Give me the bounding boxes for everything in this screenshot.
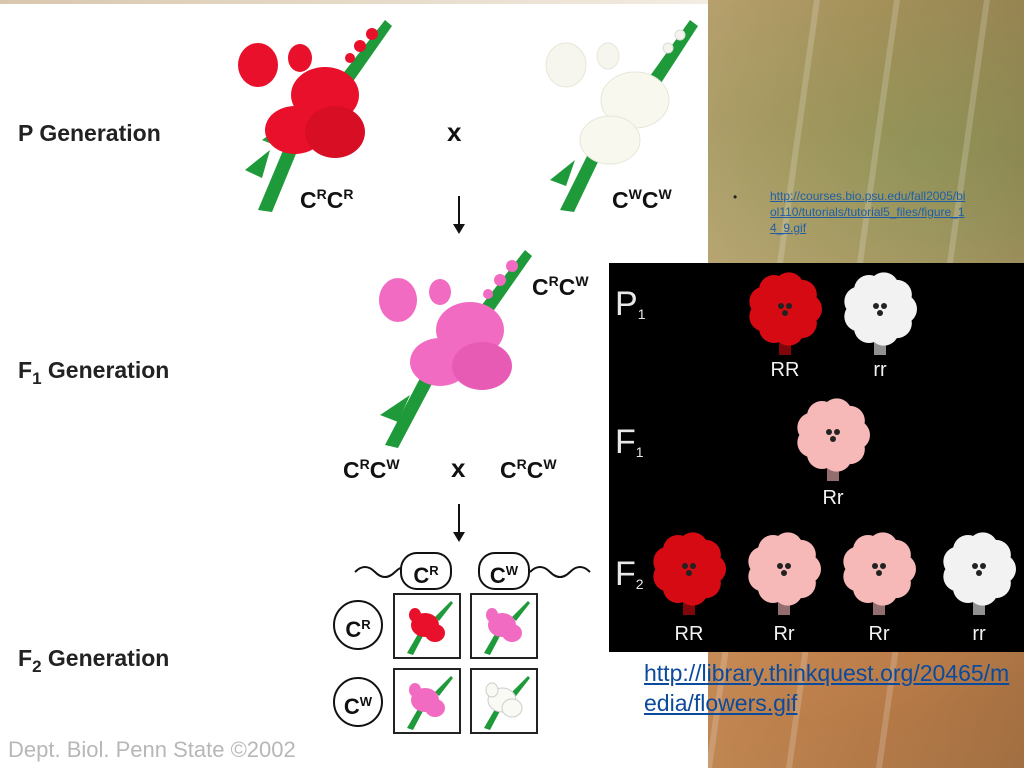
bullet: • xyxy=(733,190,738,204)
p-white-genotype: CWCW xyxy=(612,186,672,213)
gamete-left-cw: CW xyxy=(333,677,383,727)
label-p-red: RR xyxy=(770,359,800,381)
gamete-top-cw: CW xyxy=(478,552,530,590)
p-red-snapdragon-icon xyxy=(238,20,392,212)
white-flower-icon xyxy=(943,532,1016,615)
pink-flower-icon xyxy=(748,532,821,615)
pink-flower-icon xyxy=(797,398,870,481)
label-f1: Rr xyxy=(822,487,844,509)
label-f2-3: Rr xyxy=(868,623,890,645)
snapdragon-illustrations xyxy=(238,20,698,578)
label-f2-1: RR xyxy=(674,623,704,645)
f1-right-genotype: CRCW xyxy=(500,456,557,483)
pink-snapdragon-icon xyxy=(407,676,453,730)
red-flower-icon xyxy=(749,272,822,355)
row-label-p1: P1 xyxy=(615,285,646,323)
image-credit: Dept. Biol. Penn State ©2002 xyxy=(8,737,296,762)
white-flower-icon xyxy=(844,272,917,355)
f1-top-genotype: CRCW xyxy=(532,273,589,300)
p-red-genotype: CRCR xyxy=(300,186,354,213)
flower-photo-illustration xyxy=(653,272,1016,615)
p-white-snapdragon-icon xyxy=(545,20,698,212)
row-label-f2: F2 xyxy=(615,555,644,593)
punnett-cell-pink-2 xyxy=(393,668,461,734)
row-label-f1: F1 xyxy=(615,423,644,461)
p-cross-symbol: x xyxy=(447,117,462,147)
f1-generation-label: F1 Generation xyxy=(18,357,170,388)
label-p-white: rr xyxy=(873,359,887,381)
white-snapdragon-icon xyxy=(484,676,530,730)
f1-pink-snapdragon-icon xyxy=(379,250,532,448)
punnett-cell-white xyxy=(470,668,538,734)
flower-photo-panel: P1 F1 F2 RR rr Rr RR Rr Rr rr xyxy=(609,263,1024,652)
flowers-source-link[interactable]: http://library.thinkquest.org/20465/medi… xyxy=(644,660,1010,716)
p-to-f1-arrow xyxy=(453,196,465,234)
punnett-cell-pink-1 xyxy=(470,593,538,659)
p-generation-label: P Generation xyxy=(18,120,161,146)
f1-cross-symbol: x xyxy=(451,453,466,483)
red-snapdragon-icon xyxy=(407,601,453,655)
pink-snapdragon-icon xyxy=(484,601,530,655)
figure-source-link[interactable]: http://courses.bio.psu.edu/fall2005/biol… xyxy=(770,189,966,235)
f2-generation-label: F2 Generation xyxy=(18,645,170,676)
punnett-cell-red xyxy=(393,593,461,659)
f1-left-genotype: CRCW xyxy=(343,456,400,483)
gamete-top-cr: CR xyxy=(400,552,452,590)
pink-flower-icon xyxy=(843,532,916,615)
red-flower-icon xyxy=(653,532,726,615)
panel-top-edge xyxy=(0,0,708,4)
label-f2-4: rr xyxy=(972,623,986,645)
label-f2-2: Rr xyxy=(773,623,795,645)
gamete-left-cr: CR xyxy=(333,600,383,650)
f1-to-f2-arrow xyxy=(453,504,465,542)
